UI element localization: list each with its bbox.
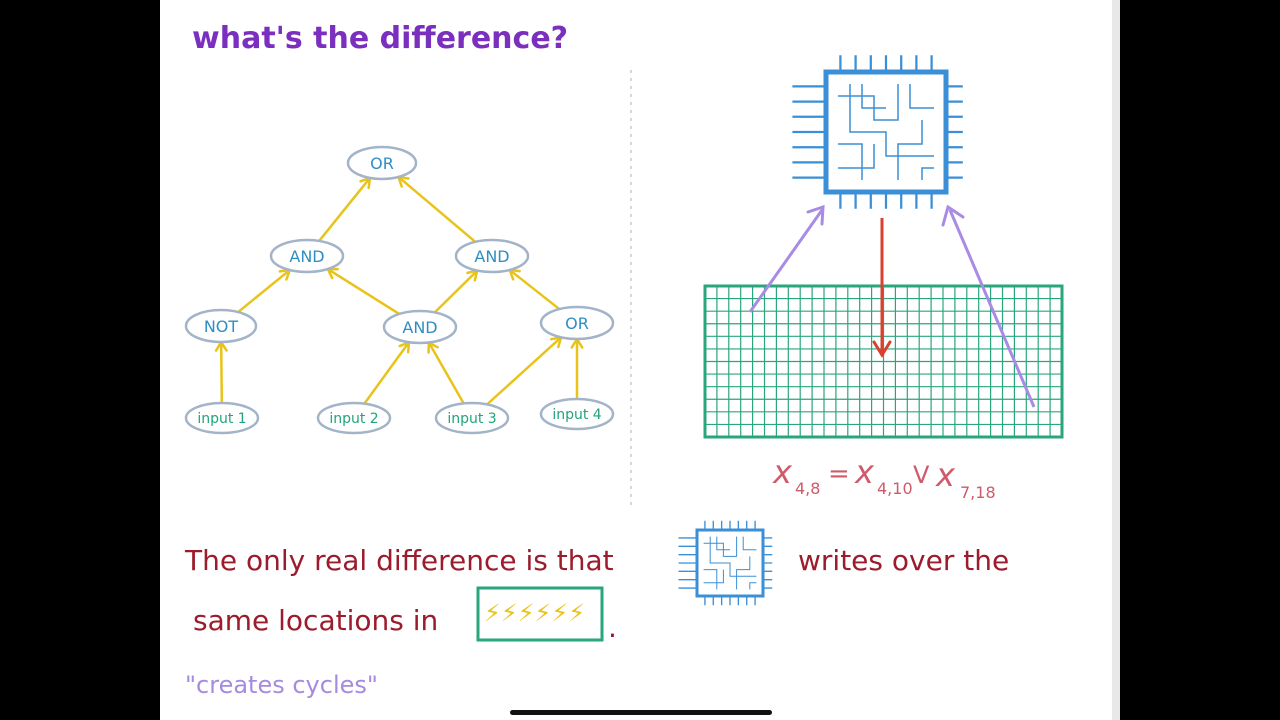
- node-or_right: OR: [539, 305, 615, 341]
- memory-grid: [703, 284, 1064, 439]
- node-ellipse: [454, 238, 530, 274]
- chip-circuitry: [703, 536, 757, 590]
- node-ellipse: [316, 401, 392, 435]
- node-ellipse: [434, 401, 510, 435]
- sentence-line1-end: writes over the: [798, 544, 1009, 577]
- node-or_top: OR: [346, 145, 418, 181]
- node-ellipse: [184, 308, 258, 344]
- node-label: input 2: [329, 411, 378, 427]
- formula-lhs-sub: 4,8: [795, 479, 820, 498]
- node-in2: input 2: [316, 401, 392, 435]
- home-indicator: [510, 710, 772, 715]
- edge-and_left-to-or_top: [317, 176, 372, 243]
- sentence-period: .: [608, 611, 617, 644]
- edge-in1-to-not: [219, 340, 224, 405]
- node-and_right: AND: [454, 238, 530, 274]
- write-arrow-head: [872, 340, 892, 358]
- edge-and_mid-to-and_left: [326, 267, 401, 316]
- edge-or_right-to-and_right: [508, 268, 561, 311]
- read-arrow-right-head: [941, 204, 965, 227]
- formula-or-operator: V: [913, 461, 930, 489]
- read-arrow-left-head: [806, 204, 825, 226]
- small-chip-icon: [678, 520, 773, 606]
- node-label: input 1: [197, 411, 246, 427]
- node-in4: input 4: [539, 397, 615, 431]
- node-in3: input 3: [434, 401, 510, 435]
- read-arrow-right: [948, 209, 1036, 408]
- node-not: NOT: [184, 308, 258, 344]
- slide-title: what's the difference?: [192, 21, 568, 56]
- formula-rhs1-var: x: [854, 453, 875, 491]
- creates-cycles-note: "creates cycles": [185, 671, 378, 699]
- circuit-diagram: OR AND AND NOT AND OR input 1 input 2 input 3 inp…: [184, 145, 615, 435]
- memory-box-icon: [476, 586, 604, 642]
- edge-not-to-and_left: [236, 268, 291, 314]
- edge-and_mid-to-and_right: [433, 269, 479, 314]
- edge-and_right-to-or_top: [397, 175, 477, 244]
- update-formula: x 4,8 = x 4,10 V x 7,18: [772, 453, 996, 502]
- sentence-line2-start: same locations in: [193, 604, 438, 637]
- chip-circuitry: [838, 84, 934, 180]
- read-arrow-left: [748, 209, 824, 313]
- node-ellipse: [539, 305, 615, 341]
- formula-equals: =: [828, 459, 850, 489]
- node-ellipse: [184, 401, 260, 435]
- slide-page: [160, 0, 1117, 720]
- node-label: AND: [402, 318, 437, 337]
- node-label: OR: [565, 314, 589, 333]
- processor-chip-icon: [792, 55, 963, 209]
- lightning-bolts-icon: ⚡⚡⚡⚡⚡⚡: [484, 599, 585, 627]
- node-ellipse: [269, 238, 345, 274]
- formula-rhs1-sub: 4,10: [877, 479, 913, 498]
- node-and_left: AND: [269, 238, 345, 274]
- read-write-arrows: [748, 204, 1036, 408]
- node-ellipse: [346, 145, 418, 181]
- node-label: AND: [474, 247, 509, 266]
- node-label: OR: [370, 154, 394, 173]
- node-label: input 4: [552, 407, 601, 423]
- node-label: input 3: [447, 411, 496, 427]
- node-in1: input 1: [184, 401, 260, 435]
- node-ellipse: [382, 309, 458, 345]
- node-label: NOT: [204, 317, 239, 336]
- sentence-line1-start: The only real difference is that: [184, 544, 614, 577]
- node-and_mid: AND: [382, 309, 458, 345]
- formula-rhs2-var: x: [935, 456, 956, 494]
- node-ellipse: [539, 397, 615, 431]
- edge-in3-to-or_right: [485, 336, 563, 406]
- formula-rhs2-sub: 7,18: [960, 483, 996, 502]
- edge-in3-to-and_mid: [427, 341, 465, 405]
- slide-right-edge: [1112, 0, 1120, 720]
- formula-lhs-var: x: [772, 453, 793, 491]
- edge-in2-to-and_mid: [363, 340, 411, 405]
- node-label: AND: [289, 247, 324, 266]
